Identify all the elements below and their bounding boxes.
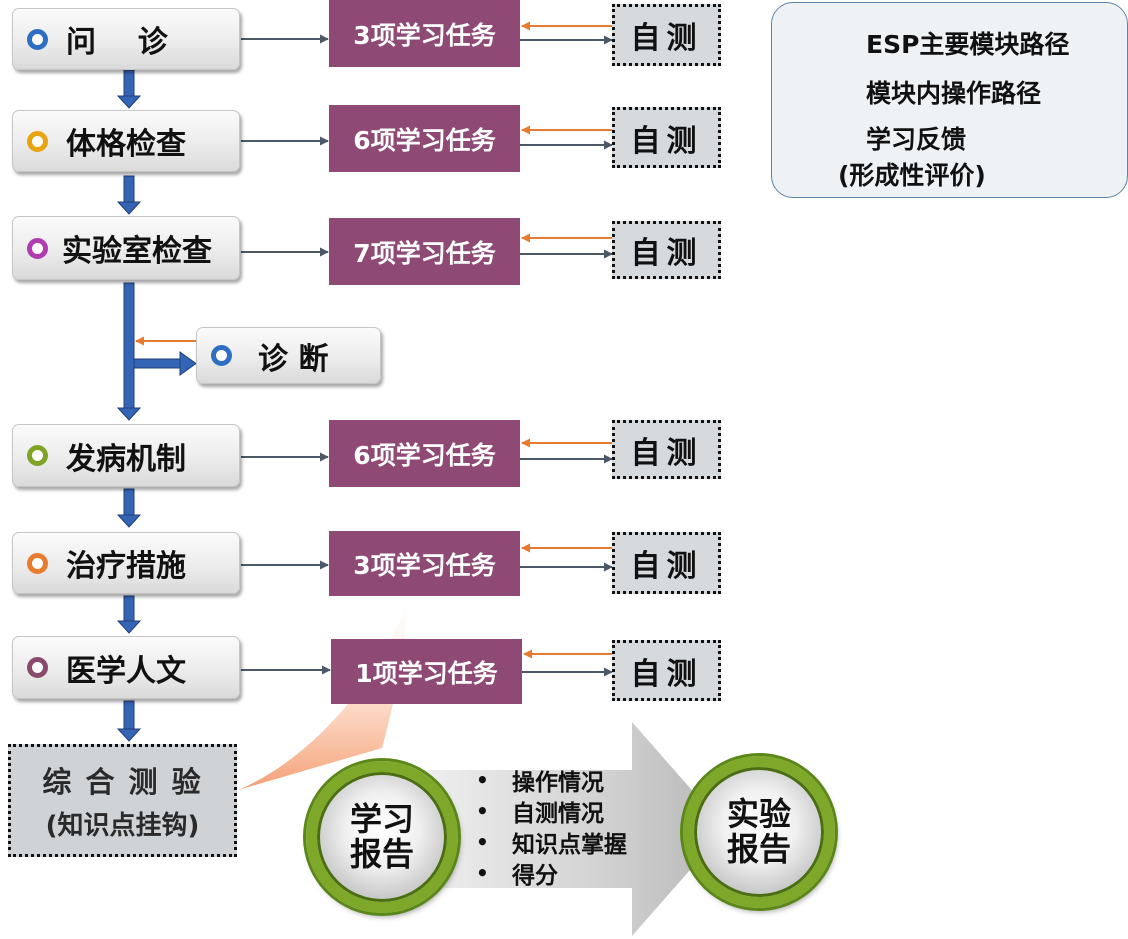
learning-report-line1: 学习 [349,799,414,838]
module-dot-icon [27,657,48,678]
module-label: 实验室检查 [62,234,212,269]
module-diagnosis: 诊 断 [196,327,381,384]
module-label: 体格检查 [66,127,186,162]
task-box: 3项学习任务 [329,531,520,596]
task-label: 3项学习任务 [353,20,496,50]
report-items-list: •操作情况 •自测情况 •知识点掌握 •得分 [476,764,656,894]
experiment-report-line2: 报告 [726,830,791,868]
module-physical-exam: 体格检查 [12,110,240,172]
list-item: •知识点掌握 [476,826,656,858]
list-item: •得分 [476,857,656,889]
self-test-label: 自测 [630,236,703,271]
experiment-report-line1: 实验 [726,794,791,833]
self-test-label: 自测 [630,549,703,584]
list-item: •操作情况 [476,764,656,796]
module-label: 医学人文 [66,653,186,689]
module-treatment: 治疗措施 [12,532,240,594]
legend-box [771,2,1128,198]
task-label: 6项学习任务 [353,125,496,155]
task-box: 6项学习任务 [329,105,520,172]
self-test-box: 自测 [612,4,721,66]
diagnosis-label: 诊 断 [258,341,329,377]
module-dot-icon [27,445,48,466]
task-box: 3项学习任务 [329,0,520,67]
legend-feedback-sublabel: (形成性评价) [838,161,986,190]
legend-main-path-label: ESP主要模块路径 [866,30,1070,59]
legend-module-path-label: 模块内操作路径 [866,79,1042,108]
self-test-label: 自测 [630,656,703,692]
self-test-label: 自测 [630,435,703,471]
module-path-arrows [241,34,331,675]
comprehensive-test-box: 综 合 测 验 (知识点挂钩) [8,744,237,857]
diagnosis-dot-icon [211,345,232,366]
selftest-feedback-arrows [521,21,612,659]
self-test-box: 自测 [612,420,721,479]
task-label: 6项学习任务 [353,440,496,470]
highlight-beam [238,600,408,790]
module-dot-icon [27,28,48,50]
report-item-label: 得分 [512,862,558,889]
learning-report-node: 学习 报告 [306,761,458,913]
module-dot-icon [27,130,48,152]
task-to-selftest-arrows [520,35,613,677]
main-path-arrows [116,69,197,742]
task-label: 7项学习任务 [353,238,496,268]
self-test-box: 自测 [612,640,721,701]
module-label: 问 诊 [66,25,168,60]
module-lab-exam: 实验室检查 [12,216,240,280]
module-inquiry: 问 诊 [12,8,240,70]
legend-feedback-label: 学习反馈 [866,125,967,154]
report-item-label: 操作情况 [512,769,604,796]
module-label: 发病机制 [66,441,186,477]
module-dot-icon [27,552,48,574]
report-flow-arrow [388,722,726,936]
task-label: 1项学习任务 [355,658,498,688]
task-box: 1项学习任务 [331,639,522,704]
experiment-report-node: 实验 报告 [683,756,835,908]
learning-report-line2: 报告 [349,835,414,873]
module-pathogenesis: 发病机制 [12,424,240,487]
list-item: •自测情况 [476,795,656,827]
task-label: 3项学习任务 [353,550,496,580]
report-item-label: 知识点掌握 [512,831,627,858]
self-test-box: 自测 [612,532,721,594]
task-box: 7项学习任务 [329,218,520,285]
report-item-label: 自测情况 [512,800,604,827]
module-label: 治疗措施 [66,549,186,584]
comprehensive-test-subtitle: (知识点挂钩) [45,811,200,841]
self-test-box: 自测 [612,107,721,168]
self-test-box: 自测 [612,221,721,279]
comprehensive-test-title: 综 合 测 验 [42,765,203,799]
module-humanities: 医学人文 [12,636,240,699]
self-test-label: 自测 [630,21,703,56]
module-dot-icon [27,237,48,259]
self-test-label: 自测 [630,123,703,159]
task-box: 6项学习任务 [329,420,520,487]
